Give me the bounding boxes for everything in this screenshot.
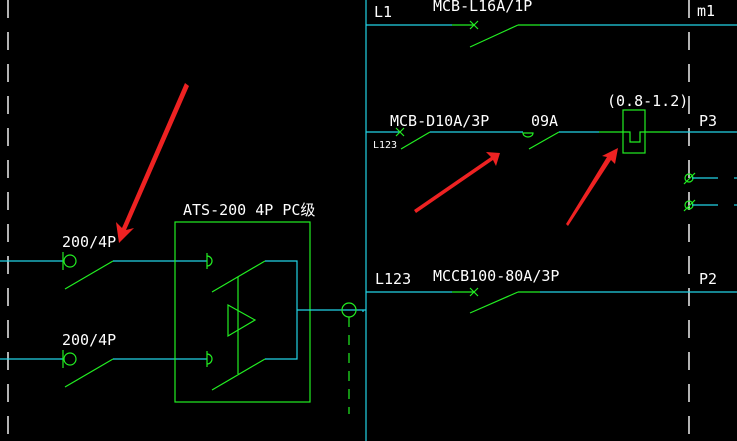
breaker-circle-icon: [63, 352, 77, 366]
annotation-arrow-1: [116, 83, 189, 243]
circuit-p3[interactable]: MCB-D10A/3P L123 09A (0.8-1.2) P3: [366, 92, 737, 154]
breaker-cross-icon: [395, 127, 405, 137]
label-breaker-1: 200/4P: [62, 233, 116, 251]
terminal-group: [683, 172, 737, 212]
breaker-circle-icon: [63, 254, 77, 268]
label-m1: m1: [697, 2, 715, 20]
label-09a: 09A: [531, 112, 558, 130]
incoming-breaker-1[interactable]: 200/4P: [0, 233, 207, 290]
label-p2: P2: [699, 270, 717, 288]
contactor-semicircle-icon: [522, 132, 534, 138]
label-p3: P3: [699, 112, 717, 130]
label-breaker-2: 200/4P: [62, 331, 116, 349]
label-ats: ATS-200 4P PC级: [183, 201, 315, 219]
label-l123-small: L123: [373, 140, 397, 151]
ats-actuator-triangle-icon: [227, 303, 257, 338]
label-l123: L123: [375, 270, 411, 288]
label-mccb: MCCB100-80A/3P: [433, 267, 559, 285]
label-range: (0.8-1.2): [607, 92, 688, 110]
annotation-arrow-3: [566, 148, 618, 226]
thermal-relay-notch: [623, 131, 645, 143]
ats-switch[interactable]: ATS-200 4P PC级: [174, 201, 366, 414]
breaker-contact: [469, 291, 519, 314]
breaker-contact: [469, 24, 519, 48]
annotation-arrow-2: [414, 152, 500, 213]
label-mcb-l16: MCB-L16A/1P: [433, 0, 532, 15]
label-l1: L1: [374, 3, 392, 21]
breaker-cross-icon: [469, 20, 479, 30]
breaker-contact: [400, 131, 431, 150]
ats-box: [174, 221, 311, 403]
contactor-contact: [528, 131, 560, 150]
label-mcb-d10: MCB-D10A/3P: [390, 112, 489, 130]
circuit-p2[interactable]: L123 MCCB100-80A/3P P2: [366, 267, 737, 314]
incoming-breaker-2[interactable]: 200/4P: [0, 331, 207, 388]
breaker-cross-icon: [469, 287, 479, 297]
circuit-l1[interactable]: L1 MCB-L16A/1P m1: [366, 0, 737, 48]
